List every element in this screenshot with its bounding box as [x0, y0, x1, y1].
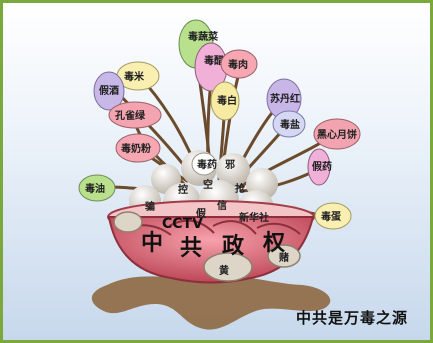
flower-label-poison-vegetables: 毒蔬菜: [188, 30, 219, 43]
bowl-label-gong: 共: [180, 235, 202, 261]
flower-poison-eggs: 毒蛋: [314, 202, 352, 230]
center-label-xinhua: 新华社: [239, 211, 269, 224]
flower-label-sudan-red: 苏丹红: [270, 92, 300, 105]
bowl-label-du: 赌: [278, 251, 289, 264]
flower-label-fake-liquor: 假酒: [99, 84, 119, 97]
flower-poison-oil: 毒油: [78, 174, 116, 202]
flower-label-poison-salt: 毒盐: [280, 118, 300, 131]
center-label-belief: 信: [217, 199, 227, 212]
flower-poison-white: 毒白: [210, 81, 240, 121]
flower-sudan-red: 苏丹红: [266, 78, 302, 120]
flower-label-poison-eggs: 毒蛋: [321, 210, 341, 223]
bowl-label-quan: 权: [262, 230, 286, 256]
flower-poison-salt: 毒盐: [272, 110, 306, 138]
flower-malachite-green: 孔雀绿: [108, 101, 162, 129]
flowers: 毒蔬菜 毒醋 毒肉 毒米 假酒 孔雀绿: [78, 19, 361, 230]
bowl-label-huang: 黄: [219, 264, 229, 277]
center-labels: CCTV 假 新华社 骗 空 邪 抢 控 信: [145, 159, 269, 232]
flower-fake-liquor: 假酒: [93, 71, 125, 111]
flower-label-poison-meat: 毒肉: [228, 58, 248, 71]
center-label-cctv: CCTV: [162, 216, 203, 232]
bowl: [107, 200, 315, 284]
bowl-label-zheng: 政: [222, 233, 245, 259]
flower-fake-medicine: 假药: [307, 148, 332, 186]
flower-label-black-heart-mooncake: 黑心月饼: [317, 128, 357, 141]
flower-label-poison-vinegar: 毒醋: [204, 54, 224, 67]
caption: 中共是万毒之源: [295, 309, 408, 327]
flower-poison-milk-powder: 毒奶粉: [115, 133, 161, 163]
spill-shape: [91, 275, 331, 330]
center-label-evil: 邪: [224, 159, 235, 171]
flower-label-poison-white: 毒白: [217, 94, 237, 107]
center-label-empty: 空: [203, 178, 213, 191]
flower-label-poison-oil: 毒油: [85, 182, 105, 195]
flower-label-poison-milk-powder: 毒奶粉: [121, 142, 151, 155]
flower-label-malachite-green: 孔雀绿: [115, 109, 146, 122]
center-label-control: 控: [178, 183, 188, 196]
flower-poison-rice: 毒米: [116, 61, 160, 91]
bowl-labels: 中 共 政 权 黄 赌: [141, 230, 289, 277]
flower-poison-drug: 毒药: [191, 152, 217, 176]
center-label-rob: 抢: [235, 182, 246, 195]
bowl-label-zhong: 中: [141, 230, 163, 256]
flower-poison-meat: 毒肉: [220, 49, 258, 79]
flower-black-heart-mooncake: 黑心月饼: [313, 118, 361, 150]
center-label-fake: 假: [196, 207, 207, 220]
flower-label-poison-rice: 毒米: [124, 70, 145, 83]
center-label-cheat: 骗: [145, 200, 155, 213]
flower-label-fake-medicine: 假药: [312, 160, 332, 173]
poison-bowl-illustration: 毒蔬菜 毒醋 毒肉 毒米 假酒 孔雀绿: [78, 19, 361, 330]
flower-label-poison-drug: 毒药: [197, 158, 217, 171]
